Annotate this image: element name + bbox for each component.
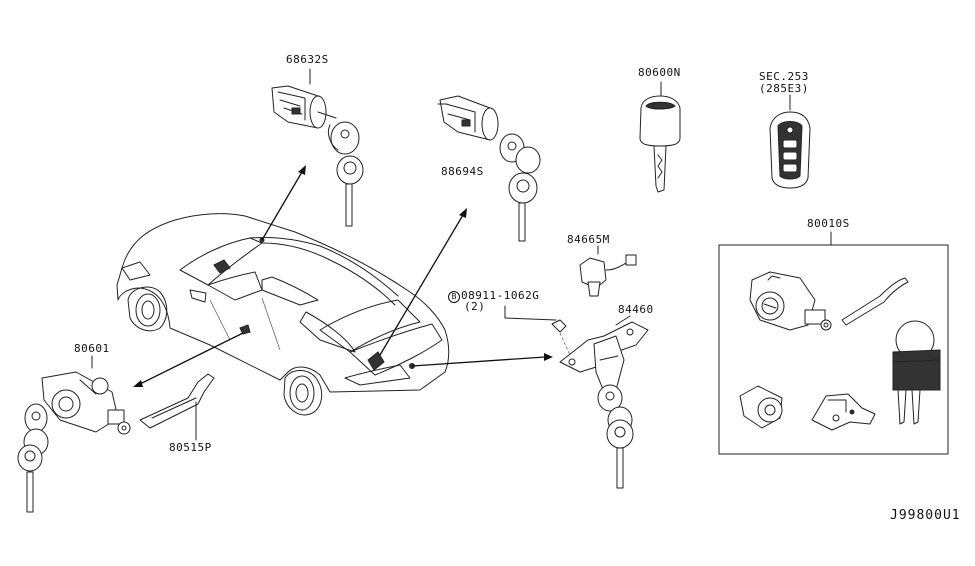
callout-68632S: 68632S — [286, 53, 329, 66]
callout-84460: 84460 — [618, 303, 654, 316]
callout-qty: (2) — [464, 300, 486, 313]
vehicle-illustration — [116, 213, 450, 416]
callout-285E3: (285E3) — [759, 82, 809, 95]
intelligent-key-fob — [769, 94, 811, 189]
lock-rod-80515P — [139, 373, 215, 441]
callout-80010S: 80010S — [807, 217, 850, 230]
callout-sec-253: SEC.253 — [759, 70, 809, 83]
callout-bolt-marker: B — [448, 291, 460, 303]
trunk-lock-84460 — [551, 315, 649, 489]
kit-80010S — [718, 231, 949, 455]
callout-80515P: 80515P — [169, 441, 212, 454]
door-lock-80601 — [17, 355, 131, 513]
callout-08911-1062G: 08911-1062G — [461, 289, 540, 302]
diagram-id: J99800U1 — [890, 508, 961, 523]
callout-80601: 80601 — [74, 342, 110, 355]
leader-arrows — [133, 165, 557, 387]
lock-cylinder-88694S — [437, 95, 541, 242]
callout-88694S: 88694S — [441, 165, 484, 178]
key-80600N — [639, 81, 681, 193]
callout-84665M: 84665M — [567, 233, 610, 246]
lock-cylinder-68632S — [271, 68, 364, 227]
switch-84665M — [579, 245, 637, 297]
callout-80600N: 80600N — [638, 66, 681, 79]
